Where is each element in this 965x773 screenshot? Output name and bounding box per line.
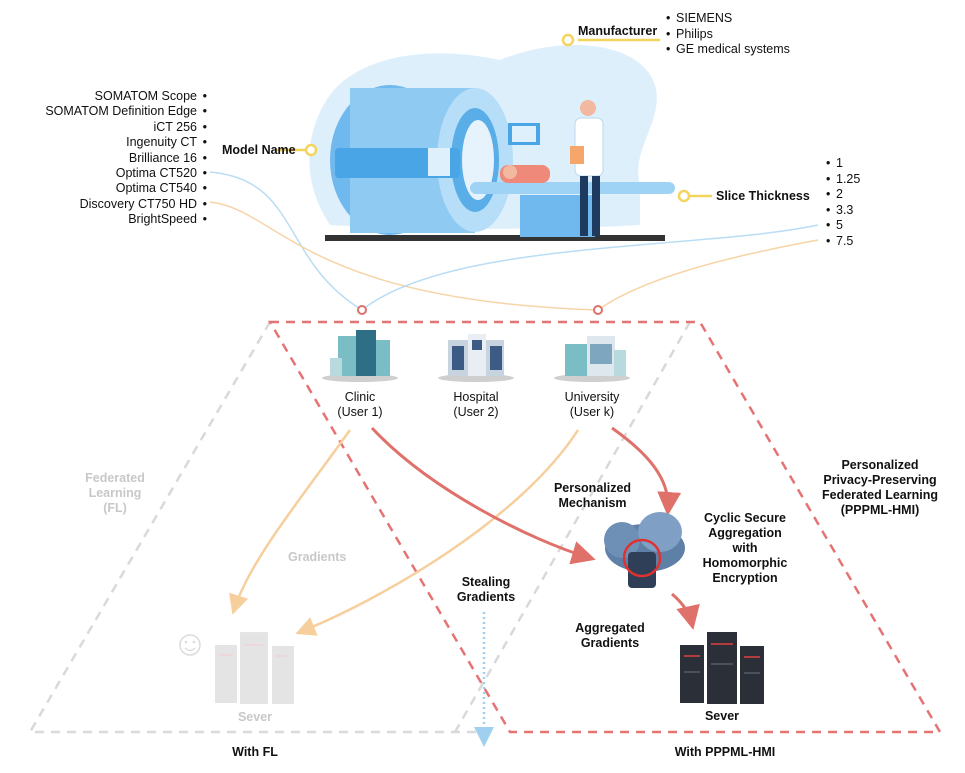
node-clinic-dot [357, 305, 367, 315]
pppml-title: Personalized Privacy-Preserving Federate… [805, 458, 955, 518]
pppml-title-line: Privacy-Preserving [823, 473, 937, 487]
pppml-triangle [267, 320, 943, 734]
pppml-server-icon [680, 632, 764, 704]
curve-five-to-clinic [361, 224, 819, 311]
clinic-building-icon [322, 330, 398, 382]
aggregation-line: Homomorphic [702, 556, 788, 570]
curve-optima-to-clinic [209, 171, 363, 311]
fl-gradients-label: Gradients [288, 550, 347, 564]
node-university-dot [593, 305, 603, 315]
manufacturer-item: Philips [666, 27, 790, 43]
pppml-title-line: Personalized [841, 458, 919, 472]
institution-university: University (User k) [552, 390, 632, 420]
fl-caption: With FL [232, 745, 278, 759]
model-name-item: iCT 256 [0, 120, 207, 135]
manufacturer-item: GE medical systems [666, 42, 790, 58]
hospital-building-icon [438, 334, 514, 382]
aggregation-line: Cyclic Secure [704, 511, 786, 525]
fl-title: Federated Learning (FL) [70, 471, 160, 516]
model-name-item: Optima CT540 [0, 181, 207, 196]
stealing-gradients-label: Stealing Gradients [446, 575, 526, 605]
institution-name: Hospital [453, 390, 499, 404]
pppml-server-label: Sever [704, 709, 740, 723]
fl-gradient-arrow-university [295, 429, 580, 636]
curve-discovery-to-university [209, 201, 599, 311]
slice-thickness-item: 7.5 [826, 234, 860, 250]
curve-seventy-five-to-university [597, 239, 819, 311]
personalized-mechanism-label: Personalized Mechanism [540, 481, 645, 511]
pppml-arrow-cloud-to-server [671, 592, 700, 630]
institution-name: University [564, 390, 620, 404]
model-name-item: Ingenuity CT [0, 135, 207, 150]
slice-thickness-item: 2 [826, 187, 860, 203]
pppml-title-line: Federated Learning [822, 488, 938, 502]
aggregated-gradients-label: Aggregated Gradients [565, 621, 655, 651]
smiley-icon [179, 634, 201, 656]
model-name-list: SOMATOM Scope SOMATOM Definition Edge iC… [0, 89, 207, 228]
fl-title-line: Learning [88, 486, 142, 500]
manufacturer-list: SIEMENS Philips GE medical systems [666, 11, 790, 58]
fl-title-line: (FL) [103, 501, 127, 515]
mechanism-line: Mechanism [558, 496, 627, 510]
fl-triangle [27, 321, 692, 734]
institution-user: (User k) [569, 405, 615, 419]
fl-title-line: Federated [85, 471, 145, 485]
fl-gradient-arrow-clinic [229, 429, 352, 615]
slice-thickness-label: Slice Thickness [716, 189, 810, 203]
pppml-title-line: (PPPML-HMI) [840, 503, 920, 517]
institution-name: Clinic [344, 390, 376, 404]
slice-thickness-item: 3.3 [826, 203, 860, 219]
slice-thickness-item: 1.25 [826, 172, 860, 188]
aggregated-line: Aggregated [575, 621, 645, 635]
fl-server-icon [215, 632, 294, 704]
mechanism-line: Personalized [553, 481, 632, 495]
fl-server-label: Sever [237, 710, 273, 724]
institution-user: (User 1) [337, 405, 383, 419]
institution-clinic: Clinic (User 1) [320, 390, 400, 420]
model-name-label: Model Name [222, 143, 296, 157]
university-building-icon [554, 336, 630, 382]
aggregation-line: Aggregation [708, 526, 782, 540]
manufacturer-label: Manufacturer [578, 24, 658, 38]
model-name-item: Brilliance 16 [0, 151, 207, 166]
secure-aggregation-cloud-icon [604, 512, 685, 588]
model-name-item: Optima CT520 [0, 166, 207, 181]
model-name-item: SOMATOM Definition Edge [0, 104, 207, 119]
model-name-item: Discovery CT750 HD [0, 197, 207, 212]
aggregated-line: Gradients [580, 636, 640, 650]
ct-scanner-illustration [325, 85, 675, 241]
stealing-line: Stealing [461, 575, 511, 589]
model-name-item: SOMATOM Scope [0, 89, 207, 104]
cyclic-secure-aggregation-label: Cyclic Secure Aggregation with Homomorph… [690, 511, 800, 586]
institution-user: (User 2) [453, 405, 499, 419]
stealing-line: Gradients [456, 590, 516, 604]
institution-hospital: Hospital (User 2) [436, 390, 516, 420]
model-name-item: BrightSpeed [0, 212, 207, 227]
pppml-arrow-university-to-cloud [611, 426, 682, 516]
slice-thickness-item: 1 [826, 156, 860, 172]
slice-thickness-list: 1 1.25 2 3.3 5 7.5 [826, 156, 860, 249]
pppml-arrow-clinic-to-cloud [370, 426, 596, 565]
aggregation-line: Encryption [712, 571, 778, 585]
manufacturer-item: SIEMENS [666, 11, 790, 27]
pppml-caption: With PPPML-HMI [674, 745, 776, 759]
aggregation-line: with [732, 541, 758, 555]
slice-thickness-item: 5 [826, 218, 860, 234]
